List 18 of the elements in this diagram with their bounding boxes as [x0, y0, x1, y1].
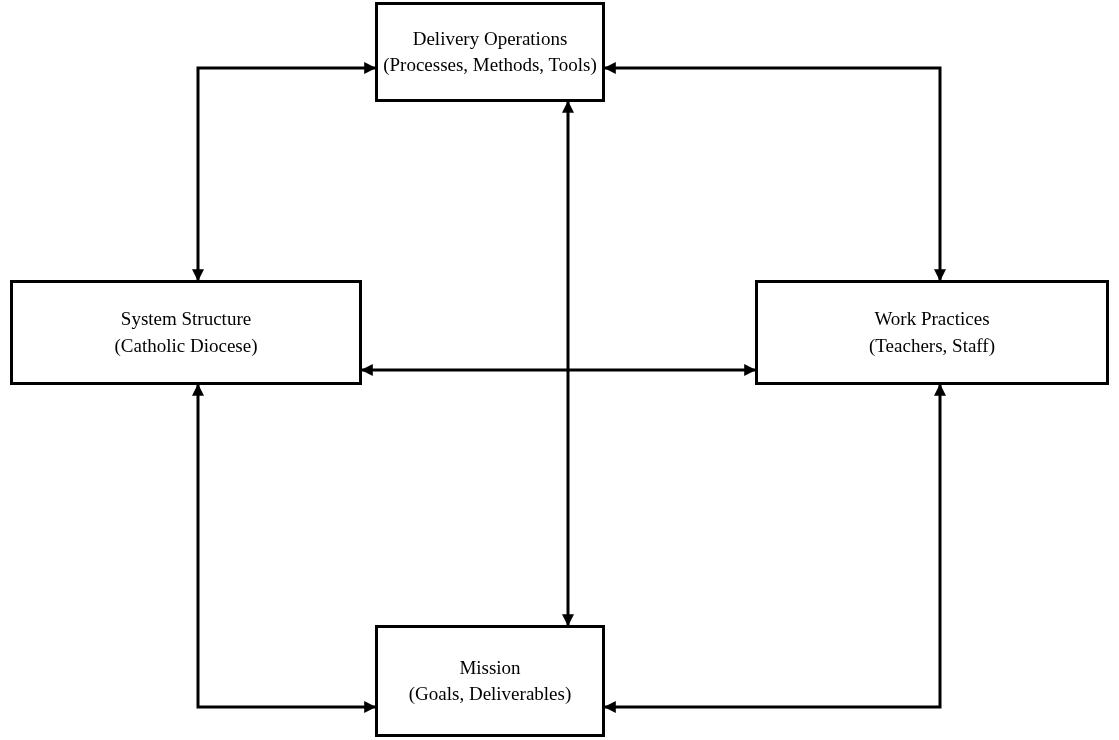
box-subtitle: (Catholic Diocese) — [114, 333, 258, 358]
double-arrow — [603, 383, 946, 713]
box-title: Delivery Operations — [412, 26, 568, 51]
process-box — [755, 280, 1109, 385]
box-title: Mission — [459, 655, 521, 680]
double-arrow — [192, 383, 377, 713]
double-arrow — [562, 100, 574, 627]
box-subtitle: (Teachers, Staff) — [869, 333, 995, 358]
box-title: Work Practices — [874, 307, 990, 332]
process-box — [375, 2, 605, 102]
process-box — [375, 625, 605, 737]
double-arrow — [360, 364, 757, 376]
process-box — [10, 280, 362, 385]
box-subtitle: (Processes, Methods, Tools) — [383, 53, 597, 77]
double-arrow — [603, 62, 946, 282]
box-subtitle: (Goals, Deliverables) — [408, 682, 572, 706]
box-title: System Structure — [120, 307, 252, 332]
double-arrow — [192, 62, 377, 282]
